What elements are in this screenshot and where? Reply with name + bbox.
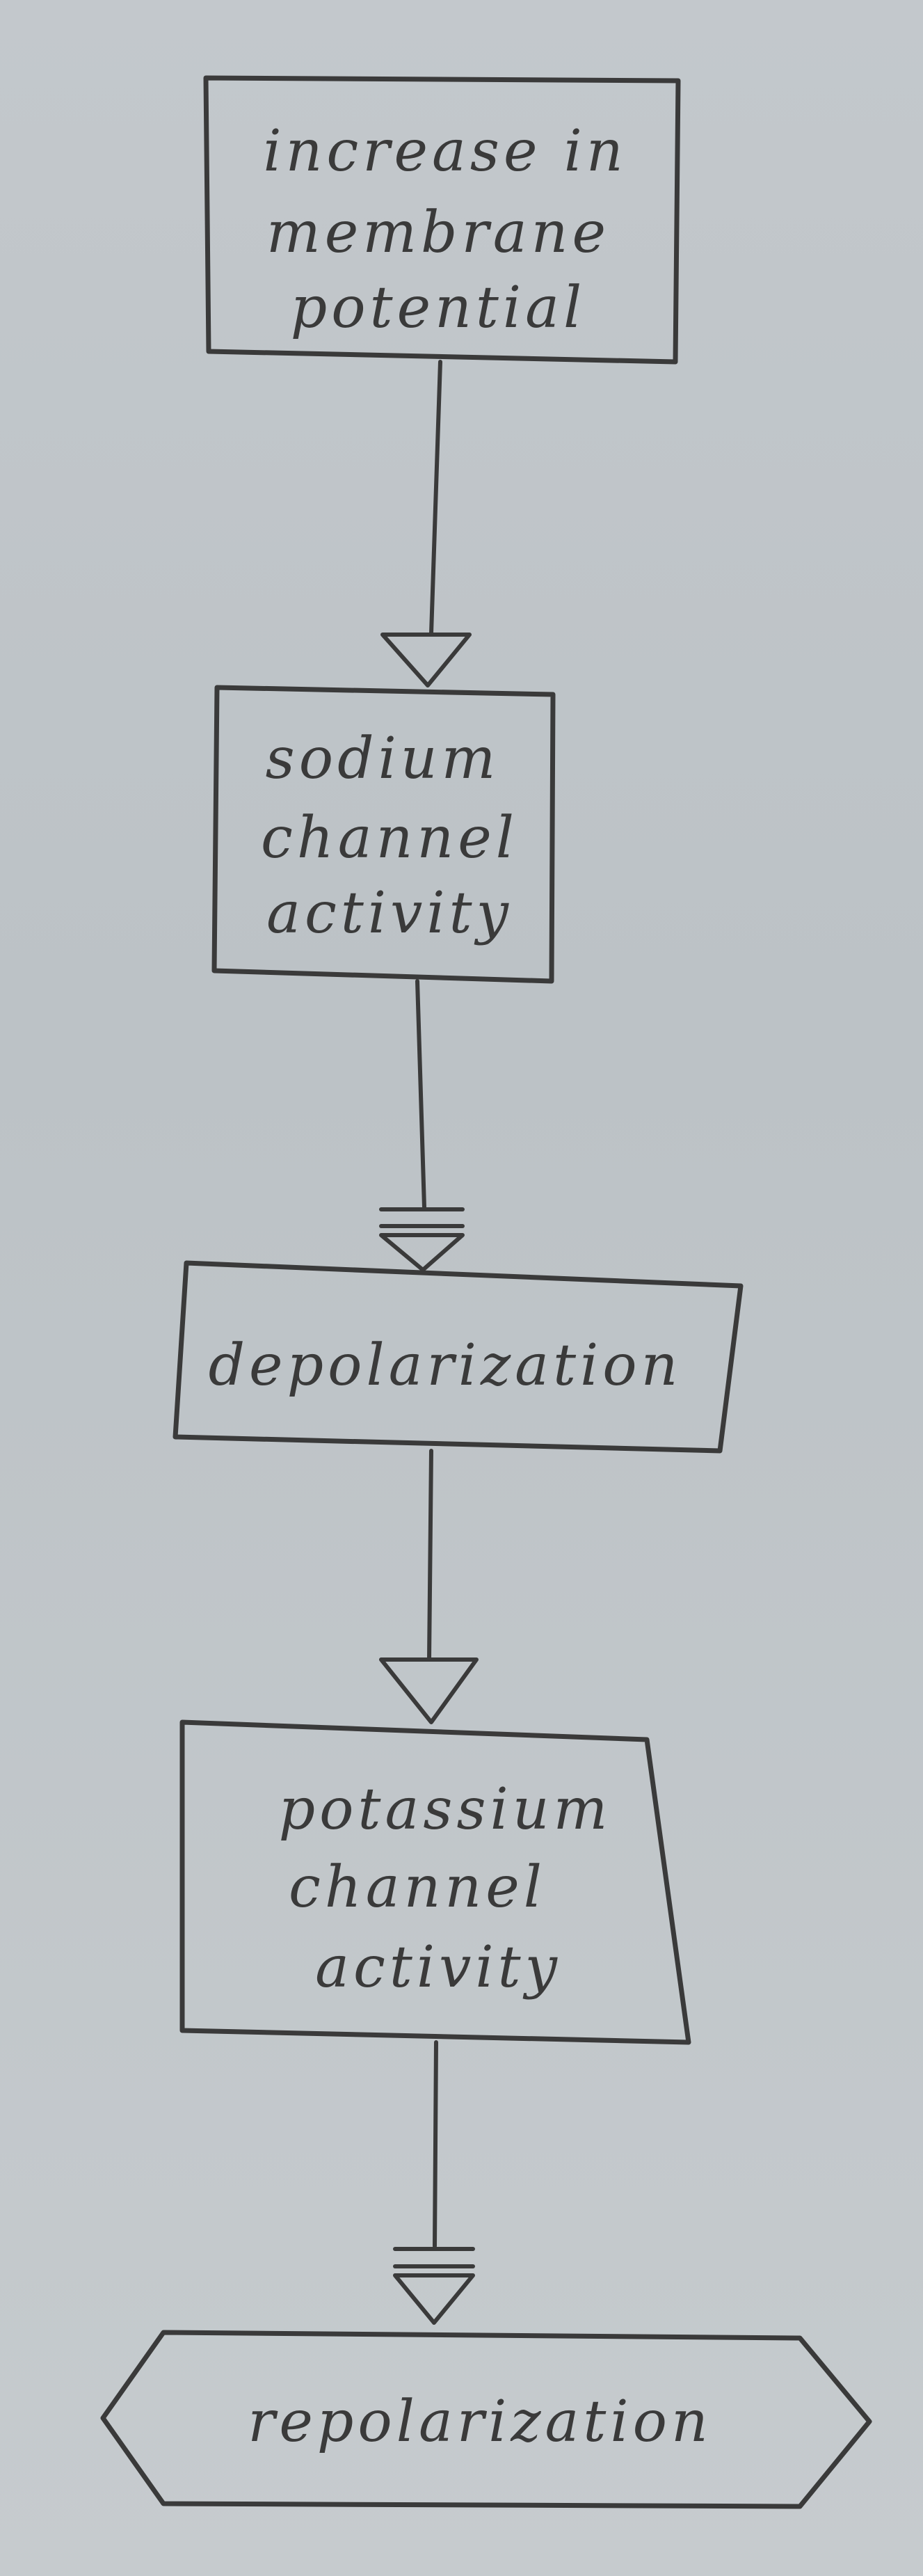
node-sodium-line-3: activity [266, 880, 513, 946]
node-repolarization: repolarization [100, 2330, 872, 2509]
edge-depolarization-to-potassium [379, 1449, 479, 1724]
edge-sodium-to-depolarization [379, 979, 465, 1272]
node-sodium-line-2: channel [261, 805, 518, 871]
node-repolarization-line-1: repolarization [248, 2389, 712, 2455]
node-sodium-box [211, 685, 556, 984]
node-potassium-line-3: activity [315, 1934, 561, 2001]
node-depolarization-line-1: depolarization [209, 1333, 682, 1399]
edge-potassium-to-repolarization [393, 2040, 475, 2325]
node-increase-in-membrane-potential: increase in membrane potential [203, 75, 681, 365]
node-increase-line-1: increase in [263, 118, 627, 184]
node-increase-box [203, 75, 681, 365]
edge-increase-to-sodium [380, 360, 472, 687]
node-sodium-line-1: sodium [266, 726, 500, 792]
open-triangle-arrowhead [393, 2273, 475, 2325]
open-triangle-arrowhead [380, 633, 472, 687]
node-repolarization-hexagon [100, 2330, 872, 2509]
open-triangle-arrowhead [379, 1657, 479, 1724]
node-depolarization: depolarization [172, 1260, 744, 1454]
node-increase-line-2: membrane [266, 200, 610, 266]
node-potassium-line-1: potassium [279, 1776, 612, 1843]
node-sodium-channel-activity: sodium channel activity [211, 685, 556, 984]
node-potassium-channel-activity: potassium channel activity [179, 1719, 691, 2045]
open-triangle-arrowhead [379, 1233, 465, 1272]
node-increase-line-3: potential [291, 275, 586, 341]
node-potassium-box [179, 1719, 691, 2045]
node-depolarization-box [172, 1260, 744, 1454]
node-potassium-line-2: channel [289, 1854, 546, 1921]
